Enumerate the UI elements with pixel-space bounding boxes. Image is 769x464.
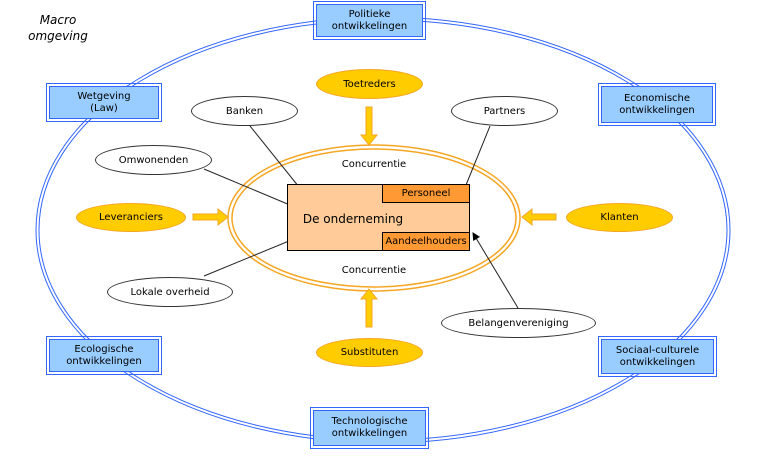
company-box[interactable]: De onderneming Personeel Aandeelhouders [287,184,470,251]
arrow-leveranciers [192,207,229,227]
arrow-substituten [359,288,379,328]
stakeholder-belangenvereniging[interactable]: Belangenvereniging [441,308,596,338]
macro-factor-ecologisch[interactable]: Ecologische ontwikkelingen [46,336,162,375]
macro-factor-wetgeving[interactable]: Wetgeving (Law) [46,83,162,122]
stakeholder-partners[interactable]: Partners [451,96,558,126]
market-force-toetreders[interactable]: Toetreders [316,69,423,99]
company-title: De onderneming [302,212,404,226]
internal-personeel[interactable]: Personeel [382,184,470,203]
competition-label-top: Concurrentie [341,159,407,170]
arrow-klanten [521,207,557,227]
stakeholder-omwonenden[interactable]: Omwonenden [95,145,212,175]
market-force-klanten[interactable]: Klanten [566,203,673,232]
market-force-leveranciers[interactable]: Leveranciers [76,203,186,232]
macro-factor-economisch[interactable]: Economische ontwikkelingen [598,83,716,126]
macro-factor-politiek[interactable]: Politieke ontwikkelingen [313,1,426,40]
market-force-substituten[interactable]: Substituten [316,338,423,367]
stakeholder-lokale-overheid[interactable]: Lokale overheid [107,277,233,307]
macro-environment-label: Macro omgeving [28,13,88,43]
arrow-toetreders [359,106,379,146]
macro-factor-technologisch[interactable]: Technologische ontwikkelingen [310,407,429,449]
stakeholder-banken[interactable]: Banken [191,96,298,126]
macro-factor-sociaal[interactable]: Sociaal-culturele ontwikkelingen [598,336,717,377]
internal-aandeelhouders[interactable]: Aandeelhouders [382,232,470,251]
competition-label-bottom: Concurrentie [341,265,407,276]
line-belangenvereniging [472,232,519,309]
